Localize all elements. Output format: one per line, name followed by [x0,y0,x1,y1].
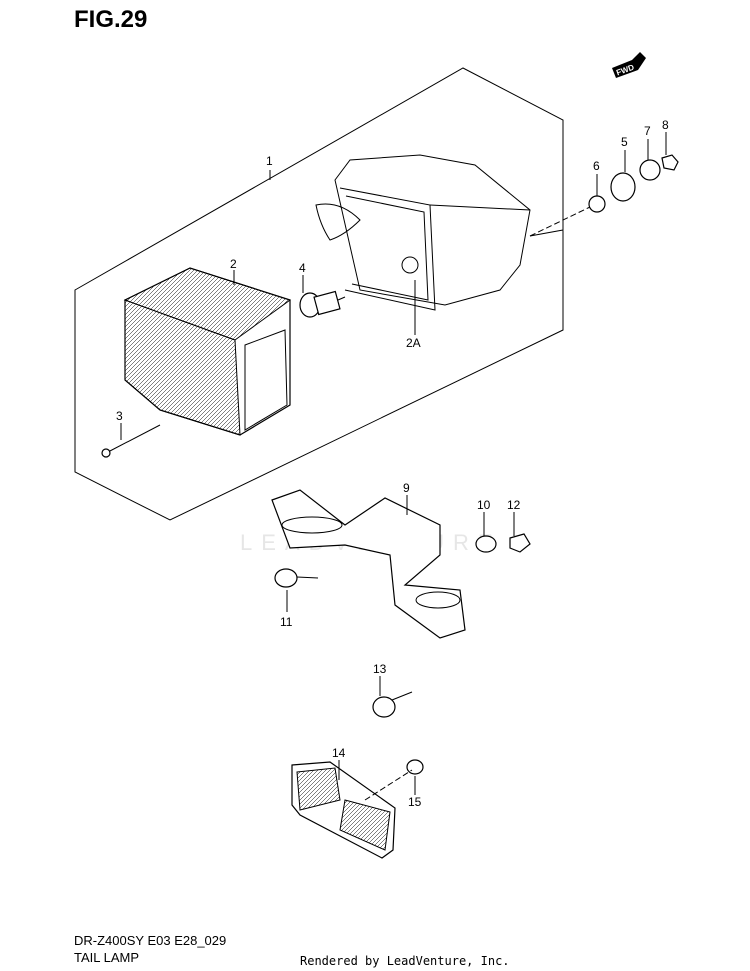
callout-11: 11 [280,615,293,629]
rendered-by-credit: Rendered by LeadVenture, Inc. [300,954,510,968]
bracket-bolt [274,568,319,588]
tail-lamp-lens [123,267,292,436]
callout-4: 4 [299,261,306,275]
callout-15: 15 [408,795,422,809]
section-name: TAIL LAMP [74,950,140,965]
callout-6: 6 [593,159,600,173]
nut-12 [509,533,531,553]
callout-10: 10 [477,498,491,512]
license-bracket [271,489,466,639]
fwd-label: FWD [615,63,635,78]
callout-5: 5 [621,135,628,149]
reflector-screw [372,691,413,718]
lens-screw [101,424,161,458]
bulb [299,290,346,318]
tail-lamp-housing [315,154,531,311]
callout-12: 12 [507,498,521,512]
washer-10 [475,535,497,553]
reflector-nut [406,759,424,775]
figure-title: FIG.29 [74,6,148,33]
callout-3: 3 [116,409,123,423]
callout-7: 7 [644,124,651,138]
assembly-outline [74,67,564,521]
model-code: DR-Z400SY E03 E28_029 [74,933,227,948]
callout-1: 1 [266,154,273,168]
callout-2: 2 [230,257,237,271]
callout-13: 13 [373,662,387,676]
callout-2a: 2A [406,336,421,350]
leader-lines [120,132,667,795]
fwd-arrow-icon: FWD [612,52,646,78]
callout-8: 8 [662,118,669,132]
callout-9: 9 [403,481,410,495]
callout-14: 14 [332,746,346,760]
rear-reflector [291,761,396,859]
mounting-hardware [529,154,679,237]
